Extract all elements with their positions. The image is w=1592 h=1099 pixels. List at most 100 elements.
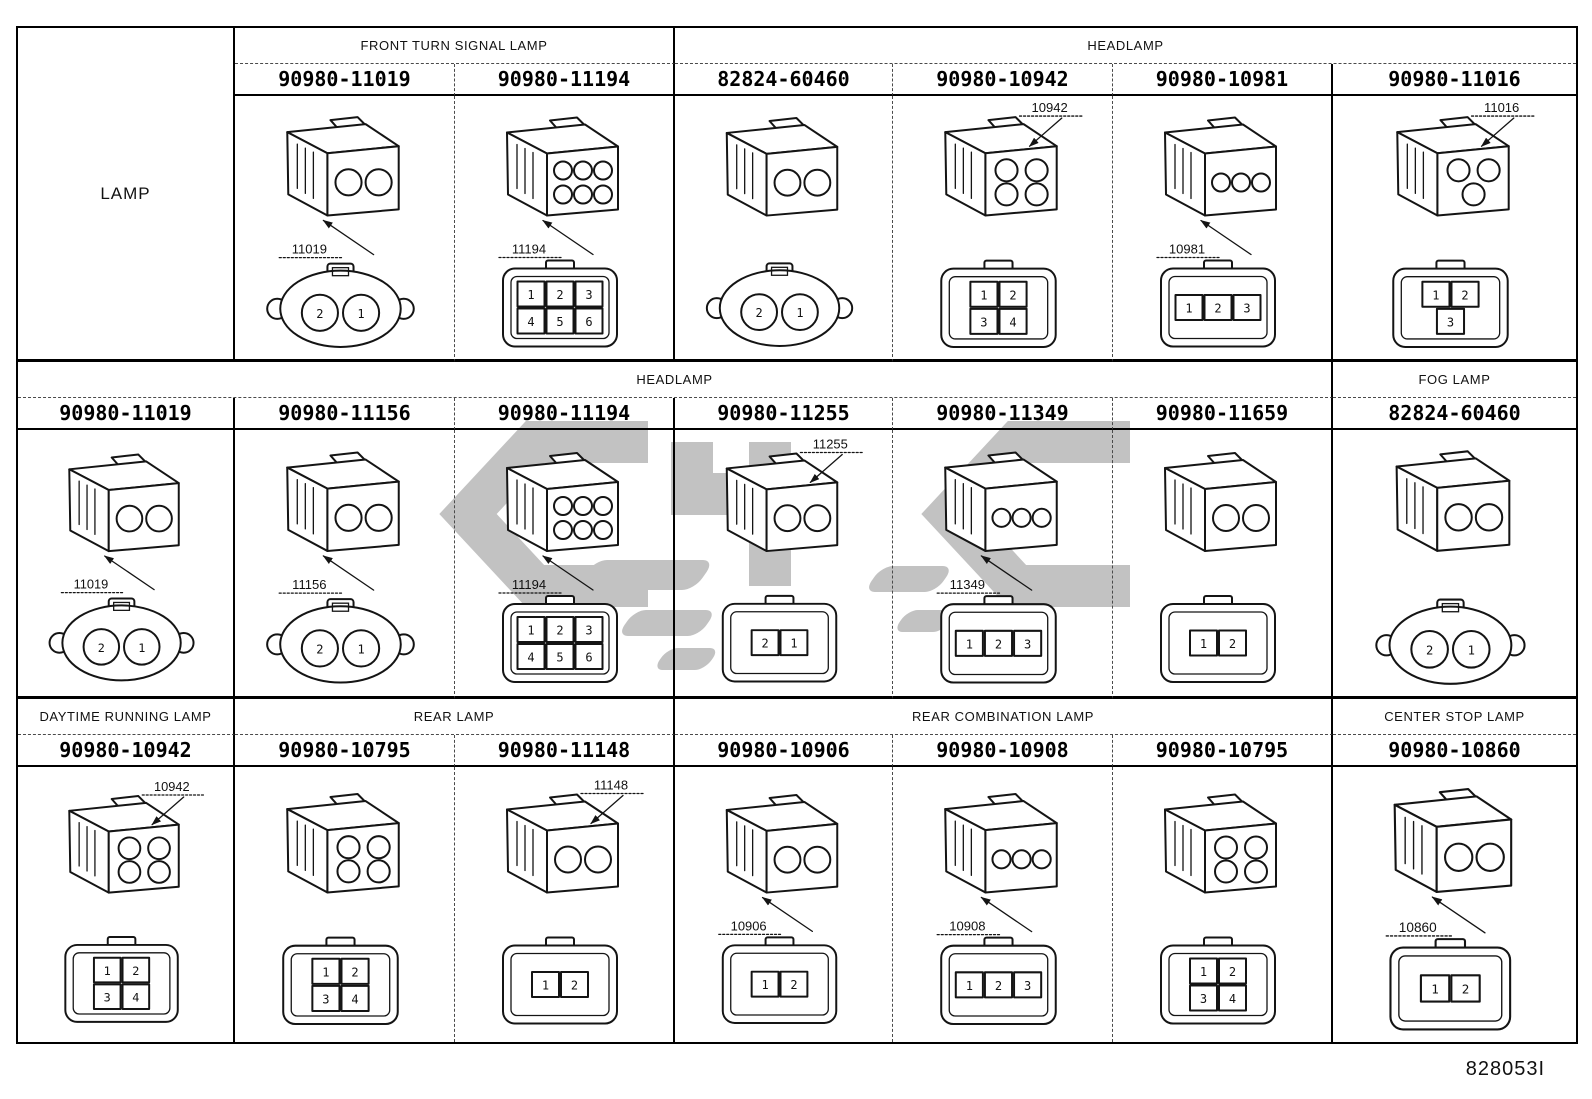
diagram-text: 1 [527, 624, 534, 638]
part-number: 90980-10942 [893, 64, 1113, 96]
part-number: 90980-11194 [455, 398, 675, 430]
diagram-text: 10981 [1169, 242, 1205, 257]
diagram-text: 1 [796, 306, 803, 320]
diagram-text: 1 [980, 288, 987, 302]
diagram-text: 2 [1009, 288, 1016, 302]
diagram-text: 11148 [594, 778, 628, 793]
part-number: 90980-11016 [1333, 64, 1576, 96]
connector-3d-view [68, 795, 180, 894]
callout-label: 11349 [936, 555, 1033, 594]
diagram-text: 1 [357, 642, 364, 656]
connector-3d-view [286, 451, 400, 552]
connector-3d-view [506, 793, 619, 894]
diagram-text: 2 [556, 288, 563, 302]
diagram-text: 4 [132, 991, 139, 1005]
row-label-cell: LAMP [18, 28, 235, 362]
diagram-text: 2 [790, 978, 797, 992]
diagram-text: 2 [761, 637, 768, 651]
diagram-text: 2 [351, 965, 358, 979]
diagram-text: 1 [966, 637, 973, 651]
part-number: 90980-11194 [455, 64, 675, 96]
diagram-text: 11194 [512, 242, 546, 257]
diagram-text: 10908 [949, 919, 985, 934]
connector-3d-view [1164, 793, 1277, 894]
drawing-number: 828053I [1465, 1058, 1545, 1080]
diagram-text: 2 [316, 307, 323, 321]
diagram-text: 1 [1468, 643, 1475, 657]
diagram-text: 4 [1229, 992, 1236, 1006]
diagram-text: 11019 [74, 577, 109, 592]
diagram-text: 3 [322, 992, 329, 1006]
diagram-text: 6 [585, 315, 592, 329]
connector-3d-view [725, 794, 839, 894]
callout-label: 10860 [1385, 896, 1486, 937]
part-number: 90980-11019 [235, 64, 455, 96]
diagram-text: 10860 [1399, 920, 1437, 935]
diagram-text: 2 [132, 964, 139, 978]
category-header: FRONT TURN SIGNAL LAMP [235, 28, 675, 64]
callout-label: 11255 [799, 437, 865, 484]
diagram-text: 11349 [950, 577, 985, 592]
diagram-text: 2 [1426, 643, 1433, 657]
diagram-text: 3 [1200, 992, 1207, 1006]
diagram-text: 3 [1447, 315, 1454, 329]
connector-3d-view [725, 117, 839, 217]
connector-3d-view [68, 453, 180, 553]
connector-3d-view [944, 116, 1058, 217]
part-number: 90980-11659 [1113, 398, 1333, 430]
connector-cell: 11148 1 2 [455, 767, 675, 1042]
diagram-text: 1 [138, 641, 145, 655]
diagram-text: 1 [966, 979, 973, 993]
connector-3d-view [725, 452, 839, 553]
part-number: 90980-10795 [1113, 735, 1333, 767]
callout-label: 11019 [278, 219, 375, 259]
diagram-text: 1 [1432, 288, 1439, 302]
connector-3d-view [506, 452, 619, 552]
diagram-text: 5 [556, 651, 563, 665]
category-header: REAR LAMP [235, 699, 675, 735]
callout-label: 11148 [580, 778, 646, 825]
diagram-text: 1 [322, 965, 329, 979]
category-header: CENTER STOP LAMP [1333, 699, 1576, 735]
diagram-text: 4 [527, 651, 534, 665]
connector-3d-view [286, 792, 400, 894]
connector-drawing: 11148 1 2 [502, 778, 646, 1025]
diagram-text: 5 [556, 315, 563, 329]
diagram-text: 2 [571, 979, 578, 993]
callout-label: 10942 [141, 779, 207, 826]
diagram-text: 1 [542, 979, 549, 993]
callout-label: 10908 [936, 896, 1033, 936]
category-header: FOG LAMP [1333, 362, 1576, 398]
diagram-text: 2 [1461, 288, 1468, 302]
